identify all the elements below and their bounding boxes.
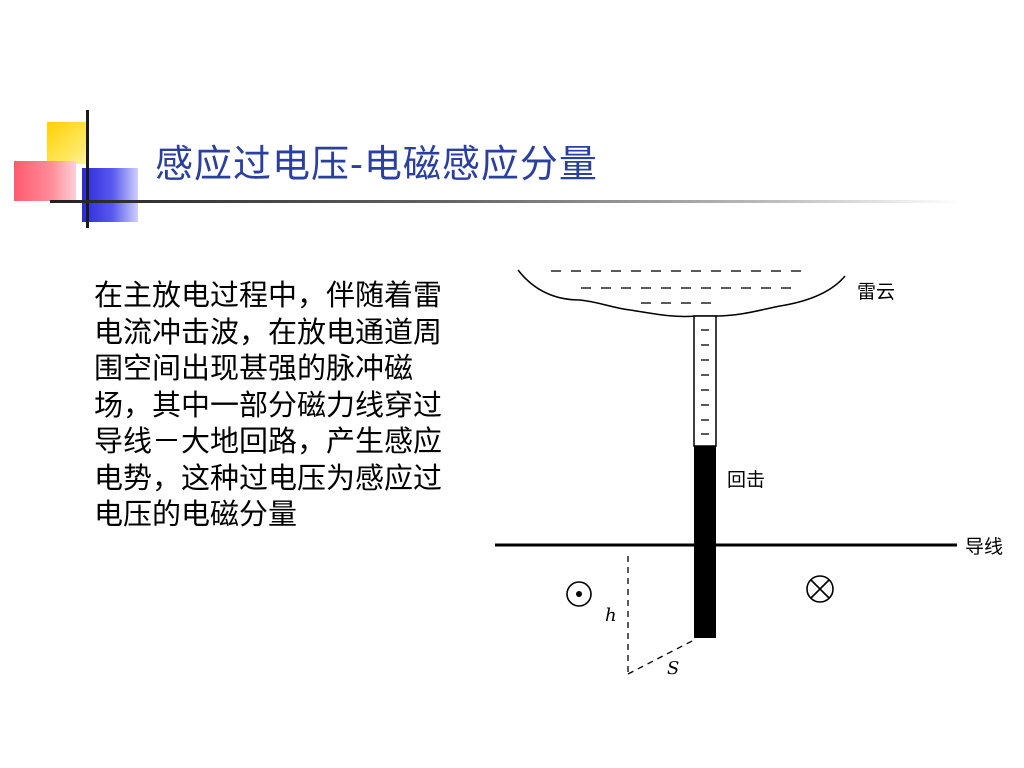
cross-circle-icon — [806, 575, 834, 603]
height-label: h — [605, 605, 617, 626]
cloud-outline — [517, 269, 846, 318]
return-stroke-label: 回击 — [727, 469, 765, 491]
dot-circle-icon — [566, 581, 592, 607]
decor-yellow-square — [47, 122, 87, 164]
decor-vertical-line — [86, 110, 89, 228]
return-stroke-channel — [694, 446, 716, 638]
leader-channel — [693, 315, 717, 447]
decor-blue-square — [82, 168, 138, 222]
slide-title: 感应过电压-电磁感应分量 — [155, 142, 598, 186]
body-paragraph: 在主放电过程中，伴随着雷电流冲击波，在放电通道周围空间出现甚强的脉冲磁场，其中一… — [94, 278, 443, 531]
cloud-charges — [551, 270, 801, 304]
title-underline — [50, 200, 960, 203]
conductor-label: 导线 — [965, 536, 1003, 558]
decor-red-square — [14, 161, 76, 201]
channel-charges — [701, 329, 709, 435]
distance-label: S — [667, 658, 679, 679]
distance-dashed-line — [627, 639, 695, 675]
cloud-label: 雷云 — [857, 281, 895, 303]
